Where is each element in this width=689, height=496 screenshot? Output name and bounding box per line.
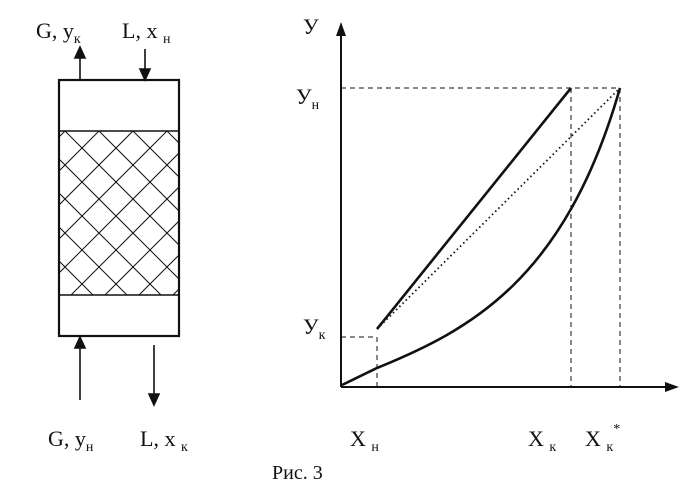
liquid-in-arrow: [138, 49, 152, 82]
label-x-n: Х н: [350, 426, 379, 455]
label-y-k: Ук: [303, 314, 326, 343]
column-body: [57, 78, 181, 338]
yx-diagram: У Ун Ук Х н Х к Х к*: [296, 14, 679, 455]
label-gas-inlet: G, yн: [48, 426, 94, 455]
operating-line: [375, 87, 573, 330]
gas-in-arrow: [73, 335, 87, 400]
packing-crosshatch: [59, 131, 179, 295]
guide-lines: [341, 87, 621, 387]
label-gas-outlet: G, yк: [36, 18, 81, 47]
label-x-k-star: Х к*: [585, 422, 620, 455]
figure-caption: Рис. 3: [272, 462, 323, 484]
y-axis-label: У: [303, 14, 319, 39]
x-axis: [341, 382, 679, 392]
liquid-out-arrow: [147, 345, 161, 407]
gas-out-arrow: [73, 45, 87, 80]
label-liquid-inlet: L, x н: [122, 18, 171, 47]
equilibrium-curve: [341, 87, 622, 387]
minimum-operating-line: [376, 87, 621, 330]
label-x-k: Х к: [528, 426, 556, 455]
label-y-n: Ун: [296, 84, 320, 113]
flow-arrows: [73, 45, 161, 407]
label-liquid-outlet: L, x к: [140, 426, 188, 455]
packed-column: [57, 78, 181, 338]
y-axis: [336, 22, 346, 387]
